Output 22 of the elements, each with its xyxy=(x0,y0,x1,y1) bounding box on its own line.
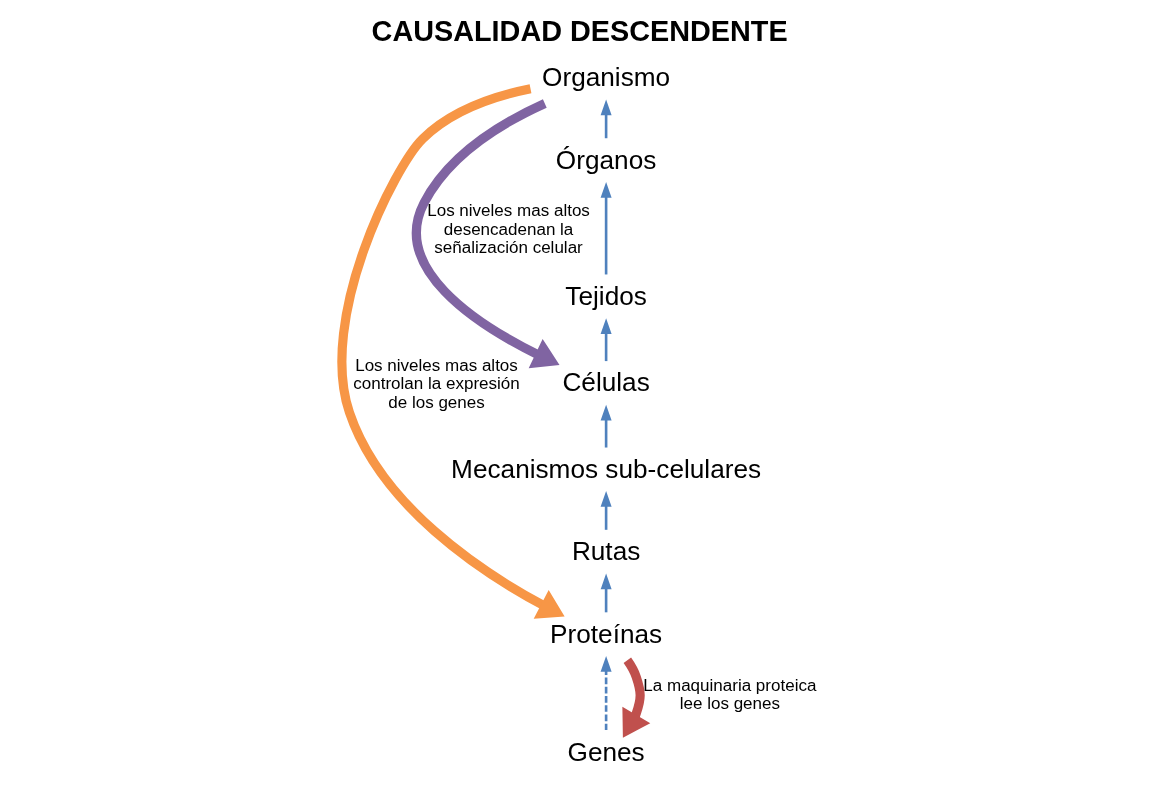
node-text: Tejidos xyxy=(564,280,647,311)
diagram-title: CAUSALIDAD DESCENDENTE xyxy=(371,14,788,47)
node-text: Órganos xyxy=(555,144,656,175)
node-text: Mecanismos sub-celulares xyxy=(450,453,761,484)
node-text: Organismo xyxy=(541,61,670,92)
node-text: Células xyxy=(561,366,650,397)
edge-label: Los niveles mas altos desencadenan la señalización celular xyxy=(426,200,590,257)
arrow xyxy=(600,317,612,361)
node-text: Genes xyxy=(567,736,645,767)
edge-label: Los niveles mas altos controlan la expresión de los genes xyxy=(352,355,520,412)
arrow xyxy=(600,655,612,730)
arrow xyxy=(621,657,650,738)
arrow xyxy=(600,573,612,612)
arrow xyxy=(600,99,612,138)
arrow xyxy=(411,98,560,368)
edge-label: La maquinaria proteica lee los genes xyxy=(642,675,816,713)
node-text: Proteínas xyxy=(549,618,662,649)
arrow xyxy=(600,181,612,274)
arrow xyxy=(336,83,565,619)
arrow xyxy=(600,404,612,448)
arrow xyxy=(600,490,612,530)
node-text: Rutas xyxy=(571,535,640,566)
